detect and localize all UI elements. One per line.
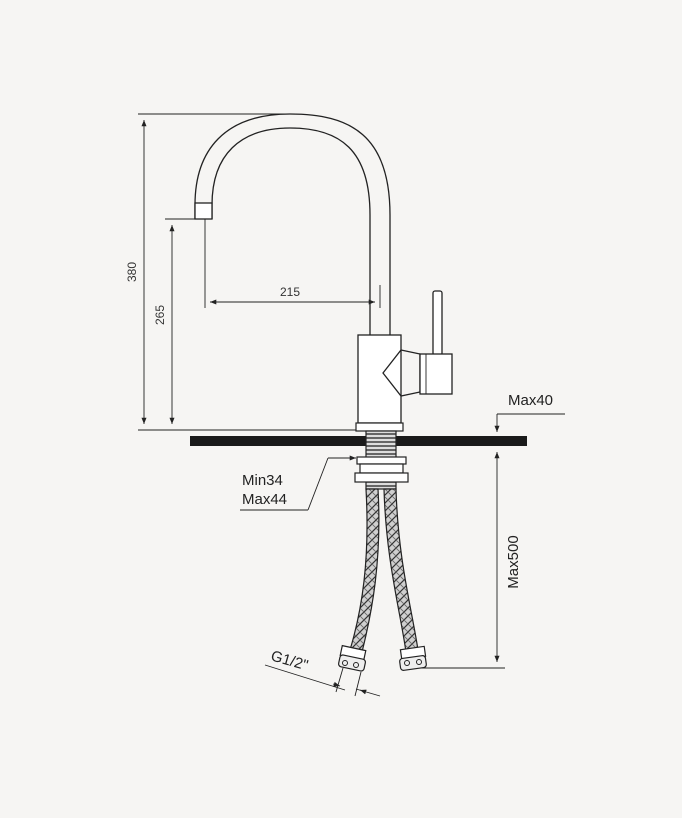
label-spout-height: 265 (153, 305, 167, 325)
dimension-spout-height: 265 (153, 218, 195, 424)
dimension-spout-reach: 215 (204, 219, 381, 308)
label-counter-thickness: Max40 (508, 392, 553, 409)
label-thread: G1/2" (269, 648, 310, 675)
braided-hoses (337, 488, 427, 672)
label-hole-max: Max44 (242, 491, 287, 508)
hose-fitting-right (399, 645, 427, 671)
faucet-body (355, 334, 421, 432)
countertop (190, 436, 527, 446)
dimension-hole-diameter: Min34 Max44 (240, 455, 356, 511)
threaded-shank (354, 430, 409, 490)
label-height-total: 380 (125, 262, 139, 282)
label-spout-reach: 215 (280, 285, 300, 299)
dimension-counter-thickness: Max40 (494, 392, 565, 432)
hose-fitting-left (337, 644, 367, 672)
dimension-hose-length: Max500 (420, 452, 522, 669)
lever-handle (419, 290, 453, 395)
label-hole-min: Min34 (242, 472, 283, 489)
spout (194, 113, 391, 335)
label-hose-length: Max500 (505, 535, 522, 588)
dimension-total-height: 380 (125, 113, 356, 431)
